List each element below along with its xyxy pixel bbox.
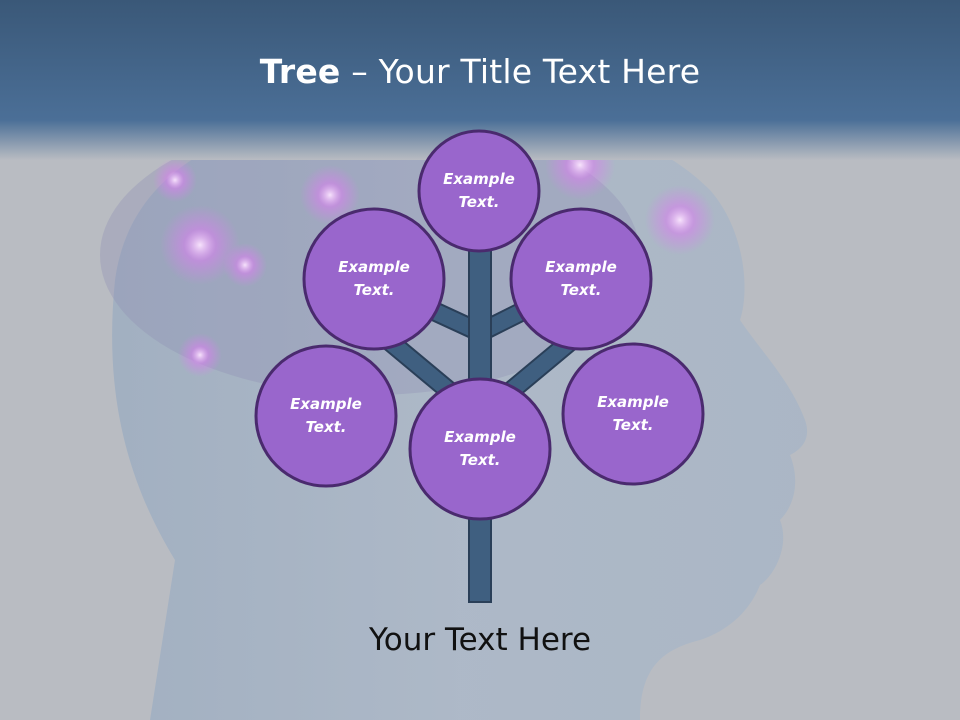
node-center-line1: Example — [444, 428, 516, 446]
node-upper-left-line2: Text. — [353, 281, 395, 299]
node-upper-right — [509, 207, 653, 351]
node-top — [417, 129, 541, 253]
node-lower-left-line2: Text. — [305, 418, 347, 436]
tree-nodes — [254, 129, 705, 521]
node-upper-left — [302, 207, 446, 351]
node-lower-right — [561, 342, 705, 486]
slide-title: Tree – Your Title Text Here — [0, 52, 960, 91]
node-lower-left — [254, 344, 398, 488]
node-top-line2: Text. — [458, 193, 500, 211]
node-top-line1: Example — [443, 170, 515, 188]
node-center-line2: Text. — [459, 451, 501, 469]
node-lower-right-line1: Example — [597, 393, 669, 411]
node-upper-right-line1: Example — [545, 258, 617, 276]
node-lower-right-line2: Text. — [612, 416, 654, 434]
node-lower-left-line1: Example — [290, 395, 362, 413]
title-bold: Tree — [259, 52, 341, 91]
title-rest: – Your Title Text Here — [340, 52, 701, 91]
node-center — [408, 377, 552, 521]
node-upper-left-line1: Example — [338, 258, 410, 276]
node-upper-right-line2: Text. — [560, 281, 602, 299]
slide-caption: Your Text Here — [368, 622, 592, 658]
